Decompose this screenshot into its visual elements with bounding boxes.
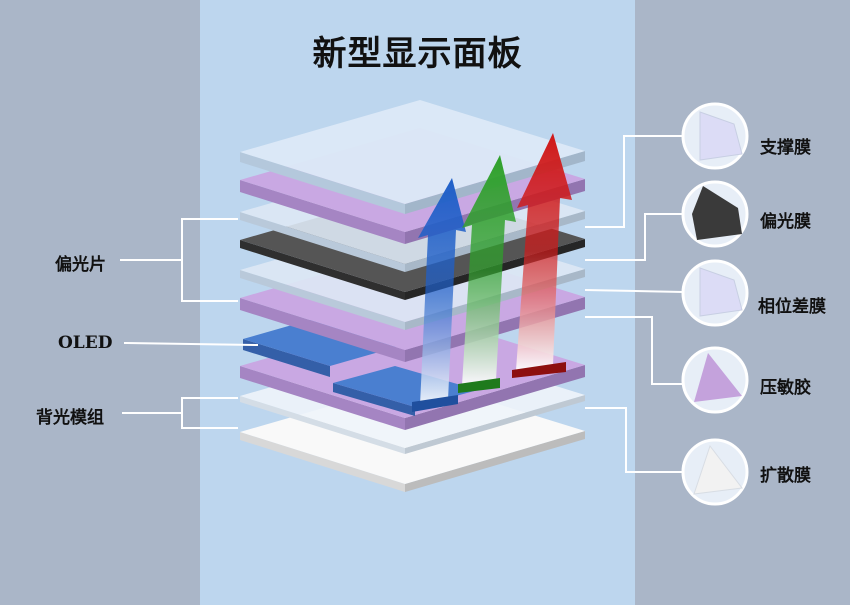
oled-leader <box>123 342 259 346</box>
diffusion-film-circle <box>681 438 749 506</box>
retardation-film-leader <box>584 289 684 293</box>
green-arrow <box>458 155 516 393</box>
label-oled: OLED <box>58 333 113 353</box>
rgb-arrows <box>412 133 572 412</box>
support-film-leader <box>585 135 683 228</box>
polarizing-film-leader <box>585 213 683 261</box>
label-support-film: 支撑膜 <box>760 138 811 158</box>
polarizing-film-circle <box>681 180 749 248</box>
left-callout-lines <box>120 218 259 429</box>
support-film-circle <box>681 102 749 170</box>
label-backlight-module: 背光模组 <box>36 408 104 428</box>
polarizer-bracket <box>181 218 238 302</box>
label-diffusion-film: 扩散膜 <box>760 466 811 486</box>
label-polarizer: 偏光片 <box>55 255 106 275</box>
psa-leader <box>585 316 683 385</box>
diagram-title: 新型显示面板 <box>312 34 523 74</box>
label-psa: 压敏胶 <box>760 378 811 398</box>
label-retardation-film: 相位差膜 <box>758 297 826 317</box>
backlight-bracket <box>181 397 238 429</box>
red-arrow <box>512 133 572 378</box>
layer-psa-lower <box>240 314 585 430</box>
label-polarizing-film: 偏光膜 <box>760 212 811 232</box>
right-callout-lines <box>584 135 684 473</box>
retardation-film-circle <box>681 259 749 327</box>
diffusion-film-leader <box>585 407 683 473</box>
blue-arrow <box>412 178 466 412</box>
psa-circle <box>681 346 749 414</box>
